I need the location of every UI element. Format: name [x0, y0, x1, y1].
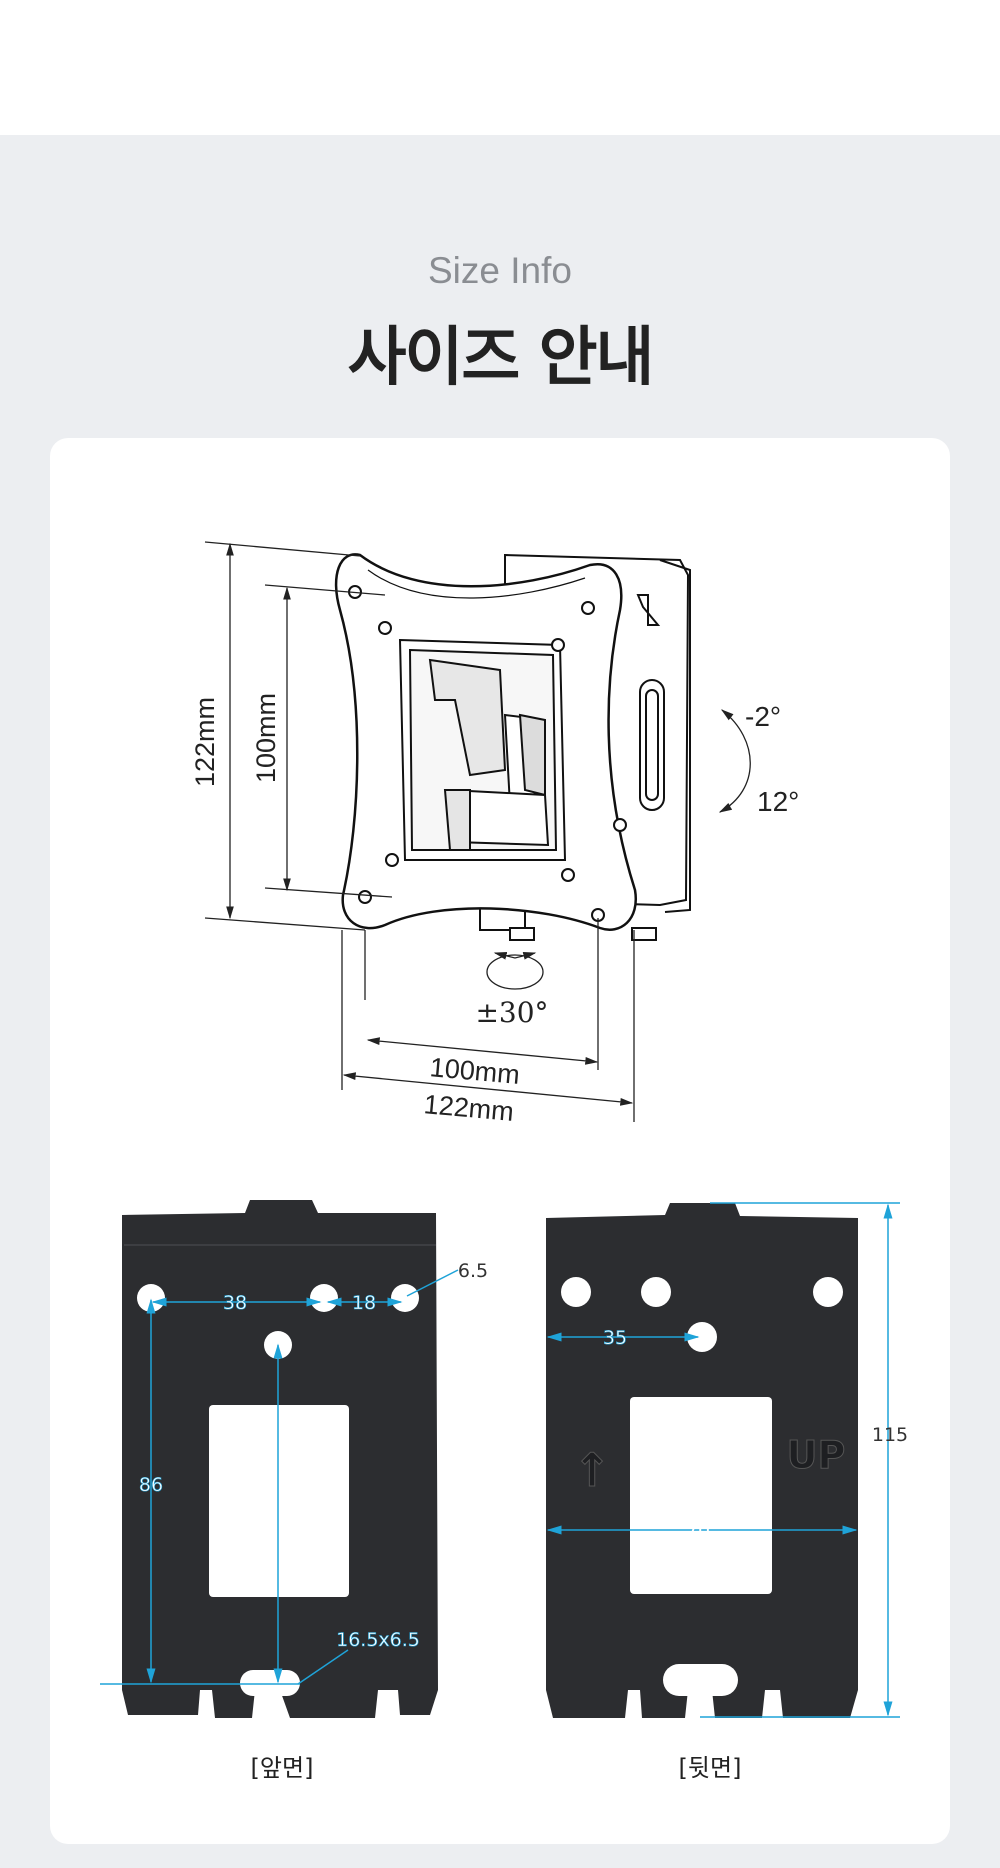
back-plate-dimensions: [546, 1202, 900, 1718]
up-label: UP: [787, 1433, 846, 1477]
back-plate-caption: [뒷면]: [678, 1754, 742, 1782]
back-dim-70: 70: [686, 1520, 710, 1542]
height-inner-label: 100mm: [251, 693, 281, 783]
front-plate-dimensions: [100, 1269, 459, 1685]
top-spacer: [0, 0, 1000, 135]
front-dim-6.5: 6.5: [458, 1260, 488, 1282]
front-dim-86: 86: [139, 1474, 163, 1496]
wall-mount-illustration: [334, 553, 691, 941]
section-subtitle: Size Info: [428, 250, 572, 291]
front-plate-caption: [앞면]: [250, 1754, 314, 1782]
up-arrow-icon: ↑: [573, 1443, 612, 1497]
front-dim-slot: 16.5x6.5: [336, 1629, 420, 1651]
swivel-label: ±30°: [475, 996, 548, 1029]
back-dim-35: 35: [603, 1327, 627, 1349]
height-outer-label: 122mm: [190, 697, 220, 787]
back-plate: [546, 1203, 858, 1718]
mount-dimension-lines: [204, 541, 751, 1122]
front-dim-76: 76: [266, 1474, 290, 1496]
tilt-down-label: 12°: [757, 786, 799, 817]
front-dim-38: 38: [223, 1292, 247, 1314]
front-dim-18: 18: [352, 1292, 376, 1314]
section-title: 사이즈 안내: [347, 321, 655, 395]
width-outer-label: 122mm: [423, 1089, 515, 1127]
back-dim-115: 115: [872, 1424, 908, 1446]
tilt-up-label: -2°: [745, 701, 781, 732]
